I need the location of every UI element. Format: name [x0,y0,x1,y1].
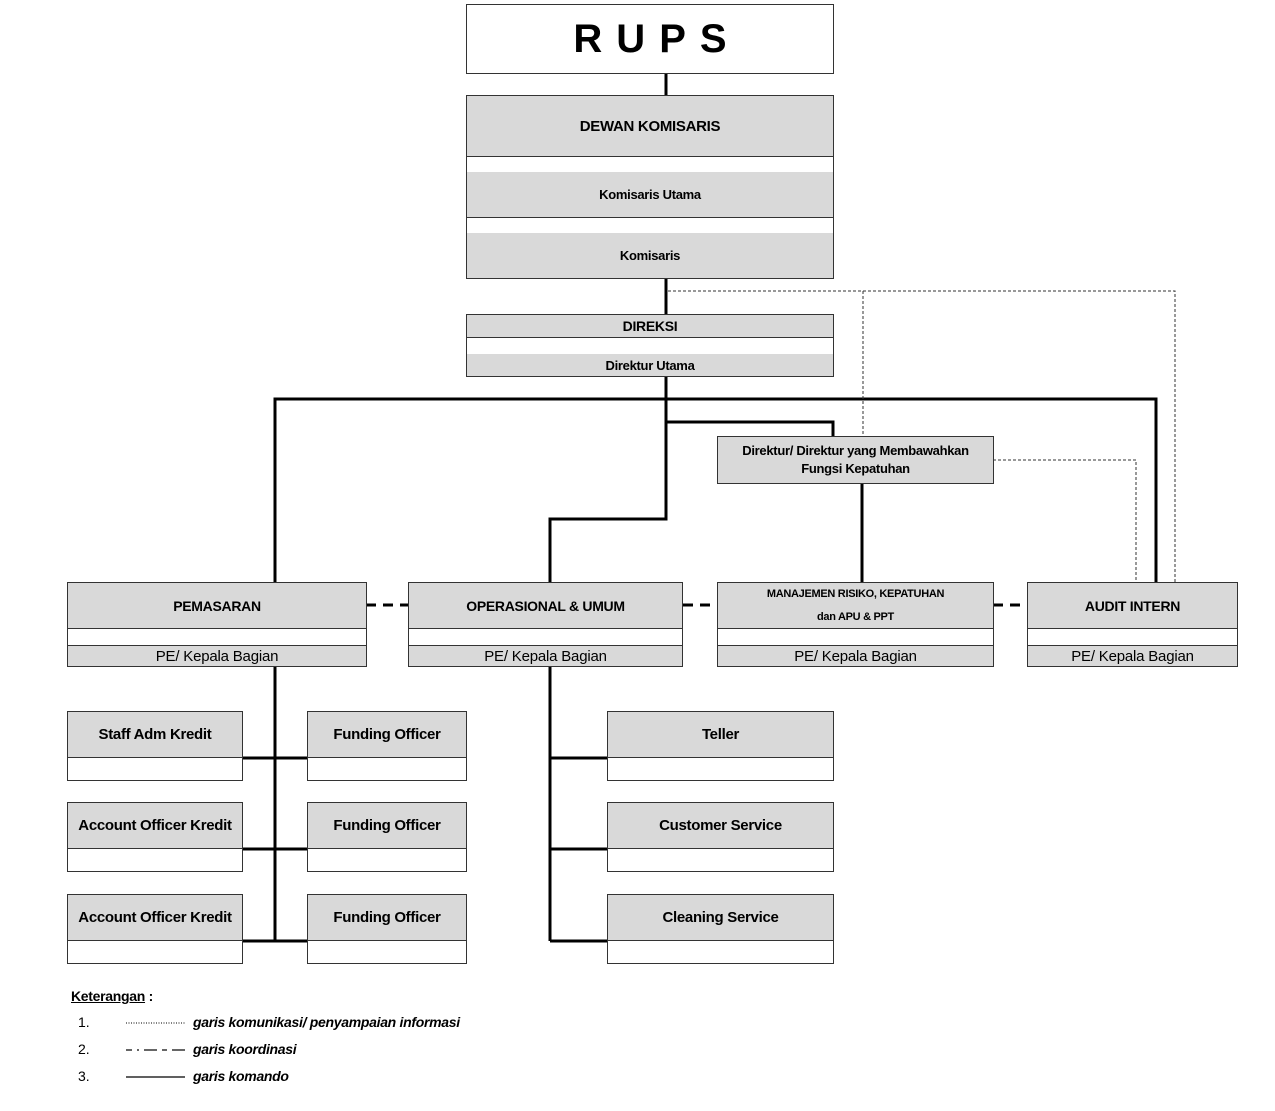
staff-label: Teller [608,712,833,757]
staff-box: Teller [607,711,834,781]
staff-box: Cleaning Service [607,894,834,964]
rups-title: RUPS [573,16,741,61]
legend-text: garis komando [193,1068,289,1084]
staff-label: Account Officer Kredit [68,895,242,940]
direksi-box: DIREKSI Direktur Utama [466,314,834,377]
pemasaran-title: PEMASARAN [68,583,366,628]
kepatuhan-director-title: Direktur/ Direktur yang Membawahkan Fung… [718,437,993,483]
staff-box: Account Officer Kredit [67,802,243,872]
pemasaran-sub: PE/ Kepala Bagian [68,645,366,666]
staff-box: Funding Officer [307,894,467,964]
dewan-komisaris-box: DEWAN KOMISARIS Komisaris Utama Komisari… [466,95,834,279]
pemasaran-box: PEMASARAN PE/ Kepala Bagian [67,582,367,667]
legend-num: 2. [78,1041,90,1057]
manajemen-box: MANAJEMEN RISIKO, KEPATUHAN dan APU & PP… [717,582,994,667]
operasional-sub: PE/ Kepala Bagian [409,645,682,666]
direktur-utama: Direktur Utama [467,354,833,376]
legend-text: garis komunikasi/ penyampaian informasi [193,1014,460,1030]
staff-box: Account Officer Kredit [67,894,243,964]
manajemen-title-line1: MANAJEMEN RISIKO, KEPATUHAN [766,587,945,600]
staff-box: Staff Adm Kredit [67,711,243,781]
komisaris: Komisaris [467,233,833,278]
komisaris-utama: Komisaris Utama [467,172,833,217]
audit-title: AUDIT INTERN [1028,583,1237,628]
legend-num: 3. [78,1068,90,1084]
legend-lines [126,1022,185,1078]
dewan-komisaris-title: DEWAN KOMISARIS [467,96,833,156]
legend-num: 1. [78,1014,90,1030]
staff-label: Staff Adm Kredit [68,712,242,757]
kepatuhan-director-box: Direktur/ Direktur yang Membawahkan Fung… [717,436,994,484]
staff-label: Account Officer Kredit [68,803,242,848]
staff-label: Cleaning Service [608,895,833,940]
staff-label: Funding Officer [308,712,466,757]
staff-label: Funding Officer [308,895,466,940]
manajemen-sub: PE/ Kepala Bagian [718,645,993,666]
communication-lines [668,290,1176,583]
legend-text: garis koordinasi [193,1041,297,1057]
operasional-title: OPERASIONAL & UMUM [409,583,682,628]
staff-label: Customer Service [608,803,833,848]
operasional-box: OPERASIONAL & UMUM PE/ Kepala Bagian [408,582,683,667]
manajemen-title-line2: dan APU & PPT [817,610,894,623]
staff-box: Customer Service [607,802,834,872]
rups-box: RUPS [466,4,834,74]
staff-box: Funding Officer [307,711,467,781]
staff-box: Funding Officer [307,802,467,872]
legend-title: Keterangan : [71,988,153,1004]
direksi-title: DIREKSI [467,315,833,337]
audit-sub: PE/ Kepala Bagian [1028,645,1237,666]
command-lines [242,73,1158,943]
audit-box: AUDIT INTERN PE/ Kepala Bagian [1027,582,1238,667]
staff-label: Funding Officer [308,803,466,848]
